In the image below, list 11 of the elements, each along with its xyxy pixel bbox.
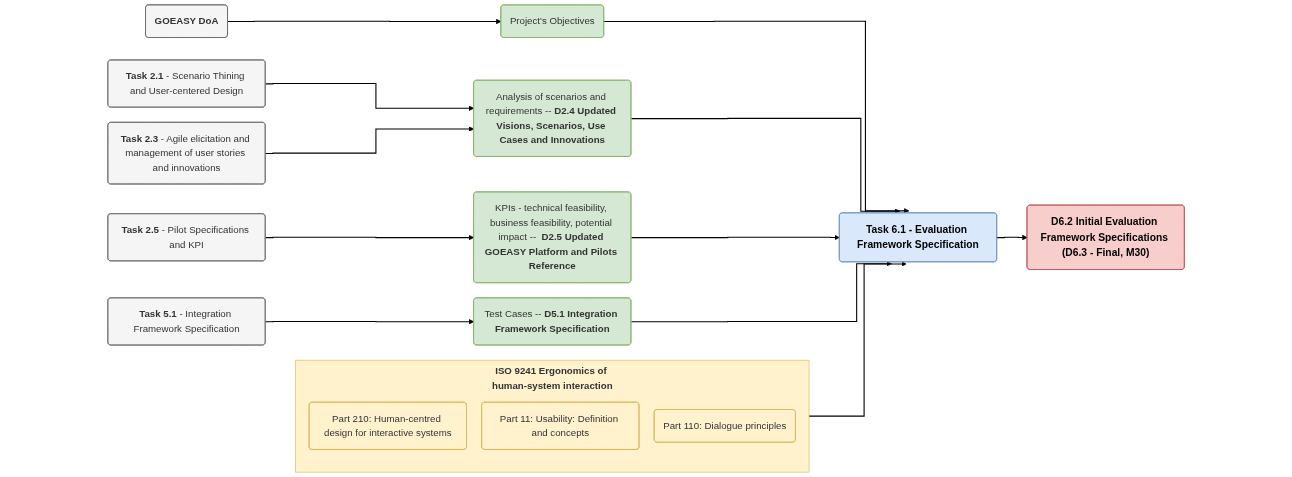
arrow [264,83,475,111]
arrow [227,18,502,25]
arrow [630,261,892,323]
arrow [630,234,840,241]
arrow [264,234,475,241]
arrow [603,20,910,214]
arrow [996,234,1028,241]
arrow [264,126,475,154]
arrow [630,117,901,214]
arrow [808,261,907,417]
arrow [264,319,475,325]
